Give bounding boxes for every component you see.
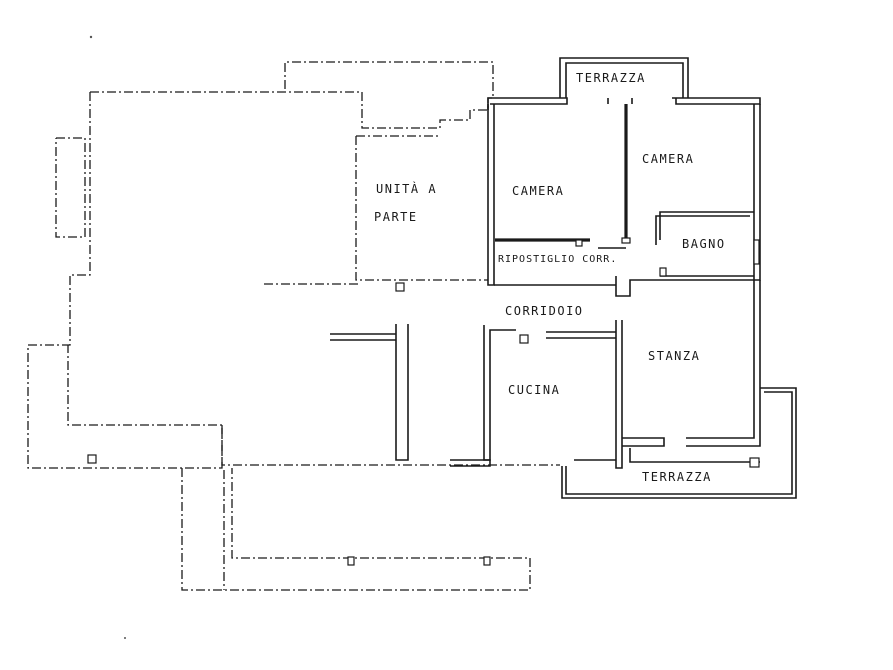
label-camera-right: CAMERA — [642, 152, 694, 166]
unita-a-parte-outline — [264, 135, 488, 285]
label-ripostiglio: RIPOSTIGLIO CORR. — [498, 254, 617, 265]
building-outline-dashed — [27, 61, 560, 591]
label-corridoio: CORRIDOIO — [505, 304, 584, 318]
apartment-walls — [330, 57, 761, 469]
terrazza-bottom-outline — [561, 387, 797, 499]
label-camera-center: CAMERA — [512, 184, 564, 198]
label-stanza: STANZA — [648, 349, 700, 363]
label-unita-line2: PARTE — [374, 210, 418, 224]
structural-posts — [87, 35, 667, 639]
label-unita-line1: UNITÀ A — [376, 181, 437, 196]
label-bagno: BAGNO — [682, 237, 726, 251]
label-terrazza-top: TERRAZZA — [576, 71, 646, 85]
label-terrazza-bottom: TERRAZZA — [642, 470, 712, 484]
label-cucina: CUCINA — [508, 383, 560, 397]
